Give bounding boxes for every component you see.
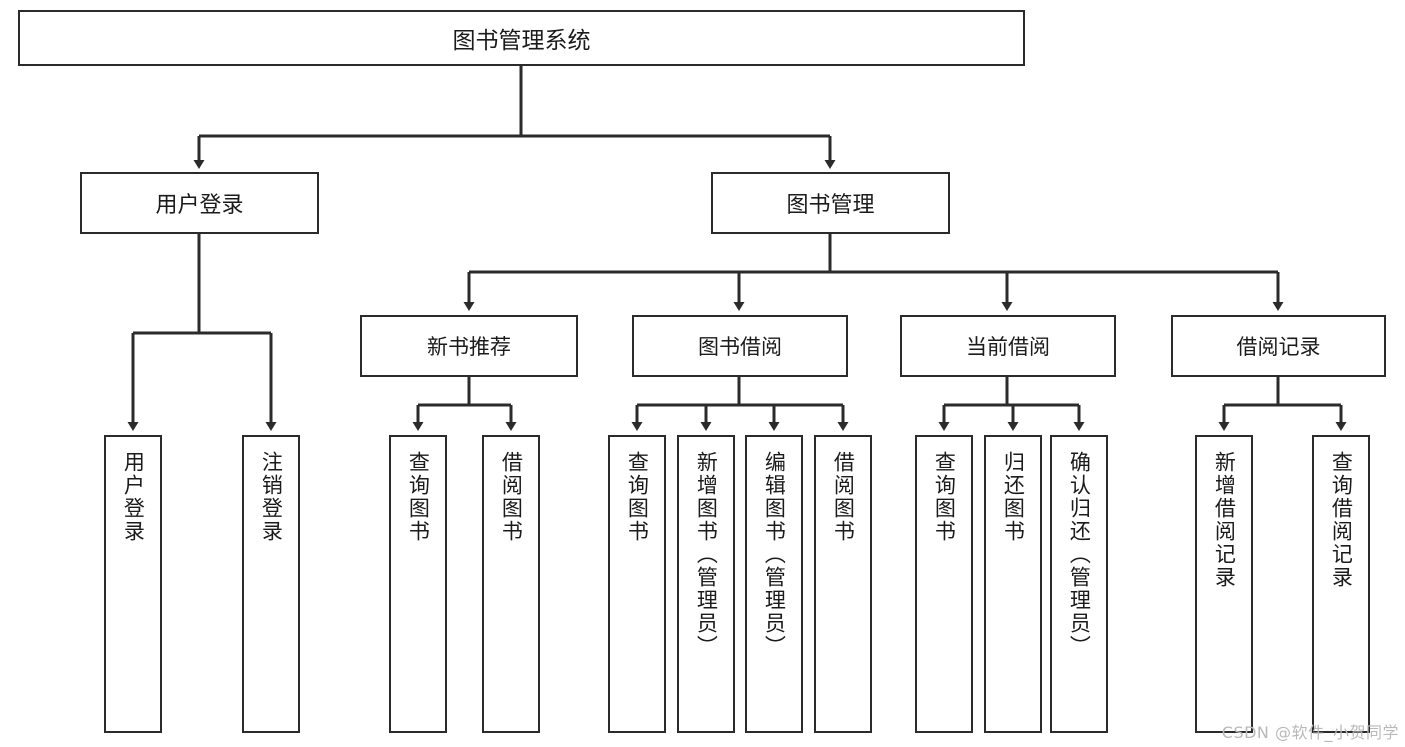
- leaf-user-login-signout[interactable]: 注销登录: [242, 435, 300, 733]
- leaf-label: 新增图书（管理员）: [694, 451, 719, 658]
- leaf-label: 查询图书: [625, 451, 650, 543]
- leaf-label: 查询图书: [406, 451, 431, 543]
- node-book-borrow[interactable]: 图书借阅: [632, 315, 848, 377]
- leaf-current-confirm-return-admin[interactable]: 确认归还（管理员）: [1050, 435, 1108, 733]
- leaf-user-login-signin[interactable]: 用户登录: [104, 435, 162, 733]
- leaf-label: 注销登录: [259, 451, 284, 543]
- leaf-borrow-add-book-admin[interactable]: 新增图书（管理员）: [677, 435, 735, 733]
- leaf-label: 查询图书: [932, 451, 957, 543]
- leaf-current-return-book[interactable]: 归还图书: [984, 435, 1042, 733]
- leaf-record-add-record[interactable]: 新增借阅记录: [1195, 435, 1253, 733]
- node-user-login-label: 用户登录: [155, 193, 244, 218]
- node-new-book-recommend[interactable]: 新书推荐: [360, 315, 578, 377]
- watermark-text: CSDN @软件_小贺同学: [1221, 723, 1399, 742]
- leaf-label: 归还图书: [1001, 451, 1026, 543]
- leaf-borrow-borrow-book[interactable]: 借阅图书: [814, 435, 872, 733]
- leaf-label: 新增借阅记录: [1212, 451, 1237, 589]
- leaf-recommend-query-book[interactable]: 查询图书: [389, 435, 447, 733]
- leaf-current-query-book[interactable]: 查询图书: [915, 435, 973, 733]
- leaf-label: 借阅图书: [499, 451, 524, 543]
- leaf-recommend-borrow-book[interactable]: 借阅图书: [482, 435, 540, 733]
- node-root-label: 图书管理系统: [452, 28, 591, 54]
- leaf-borrow-edit-book-admin[interactable]: 编辑图书（管理员）: [745, 435, 803, 733]
- leaf-label: 借阅图书: [831, 451, 856, 543]
- leaf-label: 编辑图书（管理员）: [762, 451, 787, 658]
- node-borrow-record-label: 借阅记录: [1236, 335, 1321, 359]
- node-user-login[interactable]: 用户登录: [80, 172, 319, 234]
- leaf-record-query-record[interactable]: 查询借阅记录: [1312, 435, 1370, 733]
- node-book-borrow-label: 图书借阅: [698, 335, 782, 359]
- node-book-management[interactable]: 图书管理: [711, 172, 950, 234]
- leaf-borrow-query-book[interactable]: 查询图书: [608, 435, 666, 733]
- node-new-book-recommend-label: 新书推荐: [427, 335, 511, 359]
- leaf-label: 用户登录: [121, 451, 146, 543]
- node-borrow-record[interactable]: 借阅记录: [1171, 315, 1386, 377]
- node-current-borrow[interactable]: 当前借阅: [900, 315, 1116, 377]
- leaf-label: 确认归还（管理员）: [1067, 451, 1092, 658]
- leaf-label: 查询借阅记录: [1329, 451, 1354, 589]
- node-root-system[interactable]: 图书管理系统: [18, 10, 1025, 66]
- node-current-borrow-label: 当前借阅: [966, 335, 1050, 359]
- node-book-management-label: 图书管理: [786, 193, 875, 218]
